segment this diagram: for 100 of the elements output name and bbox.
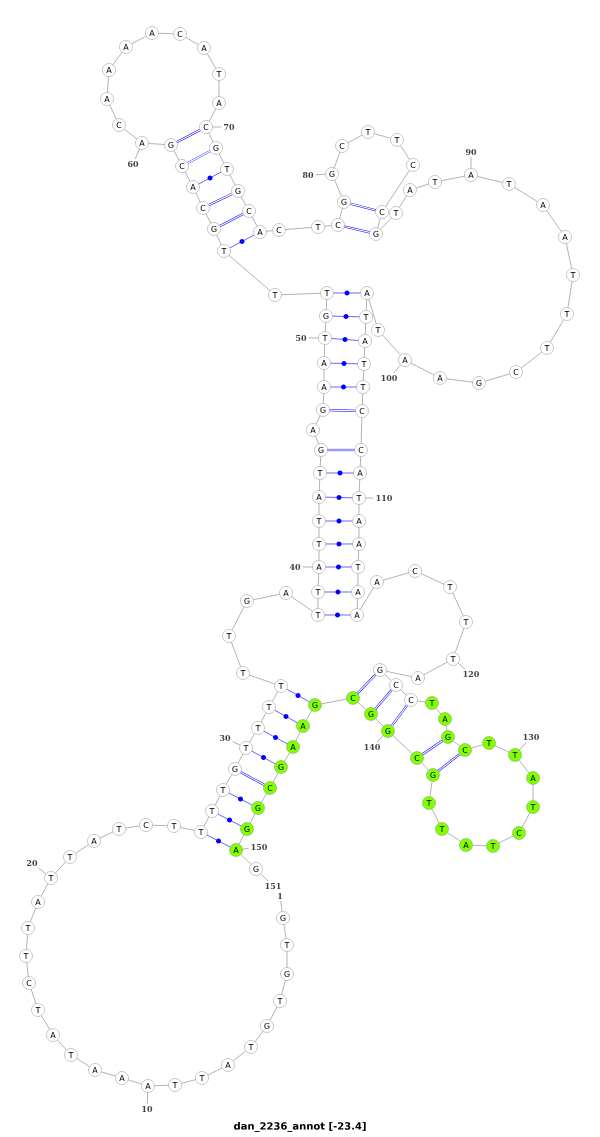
backbone-line — [184, 171, 191, 182]
base-pair-line — [332, 314, 360, 319]
backbone-line — [99, 831, 114, 839]
backbone-line — [358, 504, 360, 515]
base-pair-line — [286, 688, 310, 702]
base-pair-line — [437, 753, 461, 772]
backbone-line — [400, 145, 410, 160]
backbone-line — [358, 550, 359, 561]
position-number: 151 — [265, 882, 281, 889]
backbone-line — [318, 550, 320, 561]
backbone-line — [358, 479, 361, 492]
backbone-line — [286, 951, 288, 968]
backbone-line — [180, 827, 195, 831]
position-number: 10 — [142, 1105, 153, 1112]
base-pair-line — [208, 192, 233, 207]
backbone-line — [237, 753, 244, 764]
base-pair-line — [391, 704, 408, 727]
backbone-line — [320, 456, 321, 467]
backbone-line — [429, 781, 433, 797]
backbone-line — [454, 628, 465, 653]
position-number: 150 — [251, 843, 267, 850]
backbone-line — [452, 592, 464, 617]
backbone-line — [453, 740, 460, 747]
base-pair-line — [327, 448, 355, 452]
backbone-line — [383, 572, 409, 581]
backbone-line — [226, 774, 232, 785]
backbone-line — [291, 596, 313, 612]
base-pair-line — [343, 225, 371, 234]
backbone-line — [207, 1067, 223, 1076]
base-pair-line — [324, 612, 351, 618]
backbone-line — [218, 153, 225, 164]
backbone-line — [361, 393, 364, 405]
backbone-line — [195, 192, 201, 203]
backbone-line — [494, 745, 510, 753]
base-pair-line — [330, 384, 357, 390]
backbone-line — [75, 844, 89, 854]
backbone-line — [216, 234, 222, 246]
backbone-line — [152, 824, 168, 827]
backbone-line — [550, 319, 564, 343]
backbone-line — [323, 344, 326, 357]
backbone-line — [521, 351, 542, 369]
leader-line — [457, 663, 466, 670]
backbone-line — [435, 707, 442, 715]
leader-line — [308, 337, 319, 339]
backbone-line — [318, 527, 320, 538]
backbone-line — [472, 844, 487, 847]
backbone-line — [253, 594, 280, 600]
backbone-line — [185, 37, 199, 45]
backbone-line — [323, 369, 325, 381]
backbone-line — [266, 230, 273, 232]
backbone-line — [218, 80, 220, 97]
base-pair-line — [325, 518, 353, 524]
backbone-line — [231, 641, 241, 668]
backbone-line — [205, 213, 212, 224]
leader-line — [260, 873, 269, 882]
backbone-line — [358, 527, 360, 538]
backbone-line — [382, 334, 401, 356]
backbone-line — [357, 598, 358, 609]
backbone-line — [269, 1006, 278, 1021]
position-number: 30 — [220, 734, 231, 741]
backbone-line — [441, 175, 465, 181]
backbone-line — [131, 35, 147, 45]
backbone-line — [365, 299, 368, 311]
backbone-line — [514, 187, 538, 202]
backbone-line — [240, 854, 252, 865]
backbone-line — [55, 861, 66, 874]
leader-line — [146, 1092, 148, 1105]
base-pair-line — [349, 202, 377, 212]
backbone-line — [306, 710, 312, 721]
base-pair-line — [274, 709, 298, 723]
backbone-line — [214, 795, 221, 806]
backbone-line — [231, 606, 245, 631]
backbone-line — [421, 762, 429, 771]
backbone-line — [125, 825, 140, 829]
caption: dan_2236_annot [-23.4] — [234, 1122, 366, 1132]
backbone-line — [325, 322, 326, 332]
backbone-line — [360, 456, 361, 467]
backbone-line — [375, 718, 384, 727]
backbone-line — [173, 150, 180, 161]
backbone-line — [471, 744, 483, 749]
backbone-line — [109, 104, 117, 120]
backbone-line — [416, 183, 429, 189]
backbone-line — [283, 924, 287, 939]
backbone-line — [208, 132, 214, 143]
backbone-line — [284, 752, 290, 762]
backbone-line — [30, 989, 37, 1004]
backbone-line — [101, 1071, 116, 1077]
backbone-line — [272, 772, 279, 783]
base-pair-line — [325, 541, 353, 547]
backbone-line — [399, 195, 407, 208]
backbone-line — [420, 573, 445, 585]
position-number: 100 — [381, 374, 397, 381]
base-pair-line — [326, 470, 354, 476]
backbone-line — [333, 152, 341, 168]
leader-line — [37, 867, 47, 875]
backbone-line — [285, 227, 312, 230]
backbone-line — [315, 435, 319, 445]
backbone-line — [41, 1015, 50, 1030]
backbone-line — [295, 731, 301, 742]
position-number: 120 — [463, 670, 479, 677]
